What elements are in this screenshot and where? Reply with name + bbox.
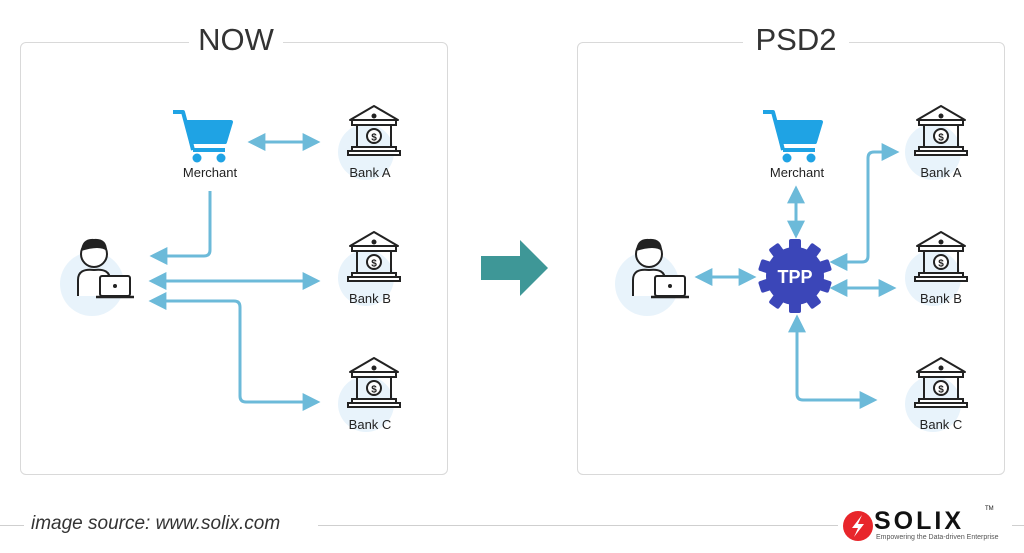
- bank-a-label: Bank A: [920, 165, 962, 180]
- shopping-cart-icon: [171, 110, 233, 165]
- bank-b-label: Bank B: [349, 291, 391, 306]
- gear-icon: TPP: [758, 239, 832, 313]
- user-laptop-icon: [613, 237, 691, 318]
- tpp-label: TPP: [777, 267, 812, 287]
- psd2-title: PSD2: [743, 22, 849, 58]
- footer-divider: [0, 525, 24, 526]
- solix-tagline: Empowering the Data-driven Enterprise: [876, 534, 999, 541]
- tpp-bank-c-link: [788, 314, 878, 409]
- tpp-bank-a-link: [829, 143, 900, 271]
- bank-c-label: Bank C: [919, 417, 963, 432]
- now-title: NOW: [189, 22, 283, 58]
- footer-divider: [1012, 525, 1024, 526]
- user-laptop-icon: [58, 237, 136, 318]
- solix-trademark: TM: [985, 506, 994, 512]
- footer-divider: [318, 525, 838, 526]
- solix-logo-text: SOLIX: [874, 507, 965, 535]
- bank-b-label: Bank B: [920, 291, 962, 306]
- merchant-label: Merchant: [769, 165, 825, 180]
- solix-logo-icon: [843, 511, 873, 541]
- merchant-label: Merchant: [182, 165, 238, 180]
- user-bank-c-link: [148, 292, 321, 411]
- image-source-caption: image source: www.solix.com: [31, 513, 281, 534]
- bank-a-label: Bank A: [349, 165, 391, 180]
- shopping-cart-icon: [761, 110, 823, 165]
- right-arrow-icon: [481, 240, 548, 296]
- bank-c-label: Bank C: [348, 417, 392, 432]
- merchant-user-link: [149, 191, 212, 265]
